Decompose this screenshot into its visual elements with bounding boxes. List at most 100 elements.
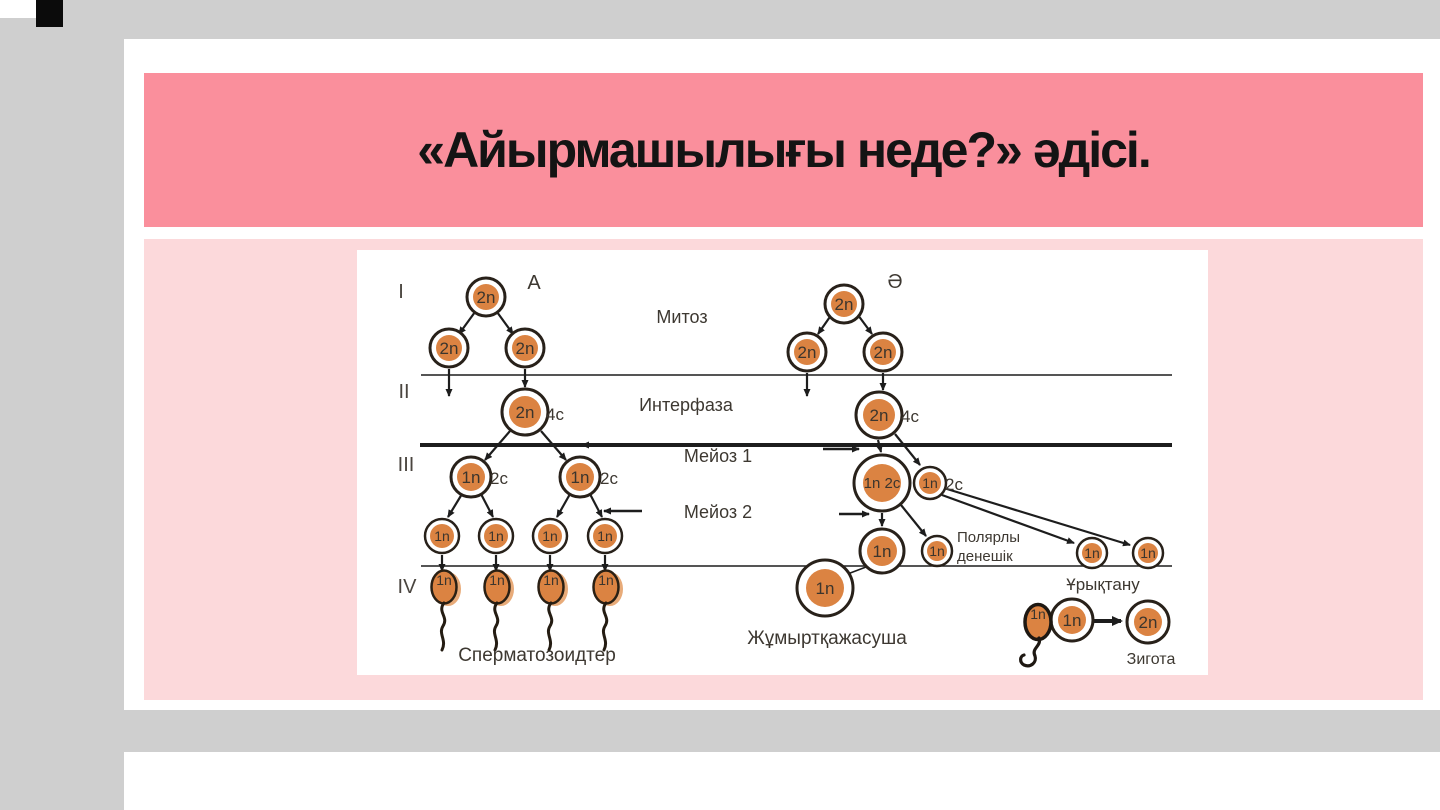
cell: 1n 2c	[852, 453, 912, 513]
annotation-label: Полярлы	[957, 529, 1020, 546]
cell-ploidy-label: 1n	[873, 542, 892, 561]
phase-label: Интерфаза	[639, 395, 734, 415]
stage-roman-numeral: III	[398, 454, 415, 476]
cell-nucleus	[436, 335, 462, 361]
dna-content-label: 2c	[600, 469, 618, 488]
cell: 1n	[1131, 536, 1165, 570]
sperm: 1n	[483, 569, 514, 652]
annotation-label: денешік	[957, 548, 1013, 565]
cell-ploidy-label: 2n	[798, 343, 817, 362]
cell: 2n	[1125, 599, 1171, 645]
cell: 1n	[531, 517, 569, 555]
cell-nucleus	[794, 339, 820, 365]
sperm-cells: 1n 1n 1n 1n 1n	[430, 569, 1053, 668]
slide-title: «Айырмашылығы неде?» әдісі.	[417, 122, 1151, 178]
cell-nucleus	[831, 291, 857, 317]
division-arrow	[894, 433, 921, 466]
cell-ploidy-label: 2n	[874, 343, 893, 362]
division-arrow	[480, 493, 494, 518]
cell-nucleus	[1082, 543, 1102, 563]
dna-content-label: 4c	[546, 405, 564, 424]
sperm-tail	[546, 601, 554, 652]
division-arrow	[556, 493, 571, 518]
cell: 1n	[449, 455, 493, 499]
annotation-label: Сперматозоидтер	[458, 645, 616, 666]
cell: 1n	[920, 534, 954, 568]
cell: 2n	[786, 331, 828, 373]
division-arrow	[941, 493, 1075, 545]
division-arrows	[438, 310, 1131, 626]
cell-nucleus	[1058, 606, 1086, 634]
fertilizing-sperm: 1n	[1019, 602, 1053, 668]
division-arrow	[484, 430, 511, 461]
annotation-label: Ұрықтану	[1066, 575, 1140, 594]
stage-divider-lines	[420, 374, 1172, 567]
cell-ploidy-label: 1n	[462, 468, 481, 487]
cell-nucleus	[919, 472, 941, 494]
cell: 1n	[1049, 597, 1095, 643]
column-header-label: Ә	[887, 271, 902, 293]
bottom-white-bar	[124, 752, 1440, 810]
annotation-label: Зигота	[1127, 651, 1176, 668]
cell-nucleus	[863, 399, 895, 431]
cell-ploidy-label: 2n	[516, 339, 535, 358]
cell-ploidy-label: 1n	[571, 468, 590, 487]
sperm-tail	[492, 601, 500, 652]
phase-label: Митоз	[656, 307, 707, 327]
sperm: 1n	[430, 569, 461, 652]
cell-nucleus	[538, 524, 562, 548]
division-arrow	[875, 439, 883, 453]
division-arrow	[589, 493, 603, 518]
cell: 1n	[1075, 536, 1109, 570]
cell-nucleus	[867, 536, 897, 566]
division-arrow	[496, 311, 514, 335]
cell-nucleus	[512, 335, 538, 361]
title-band: «Айырмашылығы неде?» әдісі.	[144, 73, 1423, 227]
cell-ploidy-label: 1n	[542, 528, 558, 544]
sperm-ploidy-label: 1n	[489, 572, 505, 588]
cell-ploidy-label: 1n	[929, 543, 945, 559]
cell-ploidy-label: 2n	[835, 295, 854, 314]
cell-nucleus	[927, 541, 947, 561]
corner-black-square	[36, 0, 63, 27]
cell-ploidy-label: 2n	[516, 403, 535, 422]
cell-nucleus	[1134, 608, 1162, 636]
cell-ploidy-label: 1n	[597, 528, 613, 544]
cell: 1n	[912, 465, 948, 501]
cell-ploidy-label: 1n	[1063, 611, 1082, 630]
cell-ploidy-label: 2n	[477, 288, 496, 307]
cell: 2n	[465, 276, 507, 318]
cell: 2n	[504, 327, 546, 369]
stage-roman-numeral: IV	[398, 576, 418, 598]
dna-content-label: 2c	[490, 469, 508, 488]
sperm: 1n	[537, 569, 568, 652]
fertilizing-sperm-ploidy-label: 1n	[1030, 606, 1046, 622]
cell: 1n	[858, 527, 906, 575]
dna-content-label: 4c	[901, 407, 919, 426]
cell-nucleus	[473, 284, 499, 310]
cell: 1n	[586, 517, 624, 555]
sperm-ploidy-label: 1n	[436, 572, 452, 588]
cell-nucleus	[457, 463, 485, 491]
cell-nucleus	[863, 464, 901, 502]
division-arrow	[447, 493, 463, 518]
fertilizing-sperm-tail	[1019, 636, 1042, 668]
cell-ploidy-label: 1n	[816, 579, 835, 598]
cell-ploidy-label: 1n	[1084, 545, 1100, 561]
column-header-label: A	[527, 272, 541, 294]
cell: 2n	[428, 327, 470, 369]
division-arrow	[540, 430, 567, 461]
division-arrow	[900, 504, 927, 537]
cell: 2n	[854, 390, 904, 440]
cell-ploidy-label: 1n	[1140, 545, 1156, 561]
cell-ploidy-label: 2n	[440, 339, 459, 358]
division-arrow	[946, 487, 1131, 547]
cell-nucleus	[806, 569, 844, 607]
cell-ploidy-label: 2n	[870, 406, 889, 425]
cell-nucleus	[566, 463, 594, 491]
phase-label: Мейоз 1	[684, 446, 752, 466]
cell: 1n	[795, 558, 855, 618]
